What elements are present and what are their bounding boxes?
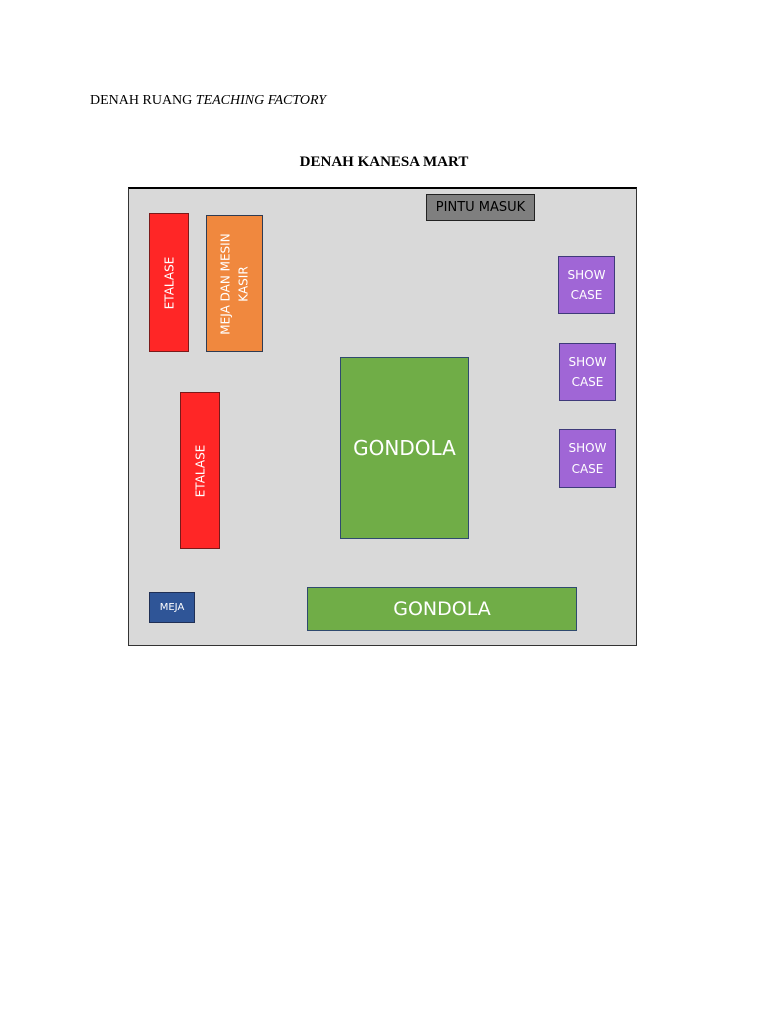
entrance-door: PINTU MASUK xyxy=(426,194,535,221)
document-heading: DENAH RUANG TEACHING FACTORY xyxy=(90,93,326,109)
show-case-2-line1: SHOW xyxy=(568,354,607,369)
meja-table-label: MEJA xyxy=(159,602,185,613)
gondola-bottom-label: GONDOLA xyxy=(393,598,491,620)
show-case-2: SHOW CASE xyxy=(559,343,616,401)
cashier-desk: MEJA DAN MESIN KASIR xyxy=(206,215,263,352)
show-case-1-line1: SHOW xyxy=(567,267,606,282)
show-case-1-line2: CASE xyxy=(570,288,603,302)
show-case-2-label: SHOW CASE xyxy=(569,352,607,393)
show-case-3-line1: SHOW xyxy=(568,441,607,456)
cashier-desk-label: MEJA DAN MESIN KASIR xyxy=(217,233,253,334)
heading-prefix: DENAH RUANG xyxy=(90,93,196,108)
meja-table: MEJA xyxy=(149,592,195,623)
gondola-center-label: GONDOLA xyxy=(353,436,456,460)
show-case-3: SHOW CASE xyxy=(559,429,616,488)
heading-italic: TEACHING FACTORY xyxy=(195,93,327,108)
show-case-3-label: SHOW CASE xyxy=(569,438,607,479)
entrance-door-label: PINTU MASUK xyxy=(435,200,526,215)
gondola-center: GONDOLA xyxy=(340,357,469,539)
etalase-top: ETALASE xyxy=(149,213,189,352)
show-case-1: SHOW CASE xyxy=(558,256,615,314)
etalase-top-label: ETALASE xyxy=(162,256,176,309)
floorplan-area: PINTU MASUK ETALASE MEJA DAN MESIN KASIR… xyxy=(128,187,637,646)
etalase-bottom-label: ETALASE xyxy=(193,444,207,497)
floorplan-title: DENAH KANESA MART xyxy=(299,154,469,170)
cashier-desk-label-line1: MEJA DAN MESIN xyxy=(218,232,233,335)
gondola-bottom: GONDOLA xyxy=(307,587,577,631)
etalase-bottom: ETALASE xyxy=(180,392,220,549)
show-case-2-line2: CASE xyxy=(571,375,604,389)
cashier-desk-label-line2: KASIR xyxy=(236,265,251,302)
show-case-3-line2: CASE xyxy=(571,461,604,476)
show-case-1-label: SHOW CASE xyxy=(568,265,606,306)
